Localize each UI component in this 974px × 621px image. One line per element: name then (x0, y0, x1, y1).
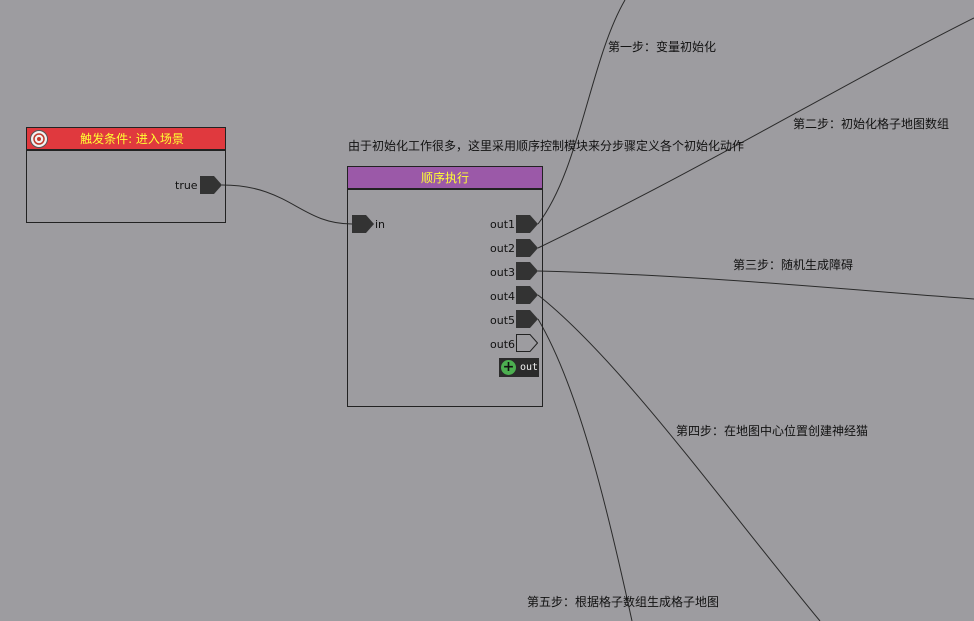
trigger-node-title: 触发条件: 进入场景 (80, 132, 184, 146)
comment-step3: 第三步：随机生成障碍 (733, 258, 854, 272)
wire-out1 (537, 0, 626, 225)
port-label-in: in (375, 218, 386, 231)
comment-step5: 第五步：根据格子数组生成格子地图 (527, 595, 720, 609)
wire-out2 (537, 17, 974, 249)
add-output-button[interactable]: + out (499, 358, 539, 377)
port-label-out3: out3 (490, 266, 516, 279)
port-label-out4: out4 (490, 290, 516, 303)
port-out3[interactable] (516, 262, 538, 280)
comment-step4: 第四步：在地图中心位置创建神经猫 (676, 424, 869, 438)
plus-icon: + (501, 359, 516, 375)
port-out4[interactable] (516, 286, 538, 304)
port-label-out6: out6 (490, 338, 516, 351)
trigger-node-body (26, 150, 226, 223)
port-out2[interactable] (516, 239, 538, 257)
gear-icon (30, 130, 48, 148)
wire-out4 (537, 294, 821, 621)
port-out6[interactable] (516, 334, 538, 352)
port-label-out5: out5 (490, 314, 516, 327)
port-out5[interactable] (516, 310, 538, 328)
wire-true-to-in (221, 184, 353, 225)
port-label-out1: out1 (490, 218, 516, 231)
comment-step1: 第一步：变量初始化 (608, 40, 717, 54)
comment-main: 由于初始化工作很多，这里采用顺序控制模块来分步骤定义各个初始化动作 (348, 139, 745, 153)
wire-out5 (537, 318, 633, 621)
comment-step2: 第二步：初始化格子地图数组 (793, 117, 950, 131)
port-label-out2: out2 (490, 242, 516, 255)
wire-out3 (537, 270, 974, 300)
sequence-node-body (347, 189, 543, 407)
sequence-node-title: 顺序执行 (420, 171, 469, 185)
add-output-label: out (520, 362, 539, 373)
trigger-node-header[interactable]: 触发条件: 进入场景 (26, 127, 226, 150)
sequence-node-header[interactable]: 顺序执行 (347, 166, 543, 189)
port-true[interactable] (200, 176, 222, 194)
port-in[interactable] (352, 215, 374, 233)
port-label-true: true (175, 179, 198, 192)
port-out1[interactable] (516, 215, 538, 233)
